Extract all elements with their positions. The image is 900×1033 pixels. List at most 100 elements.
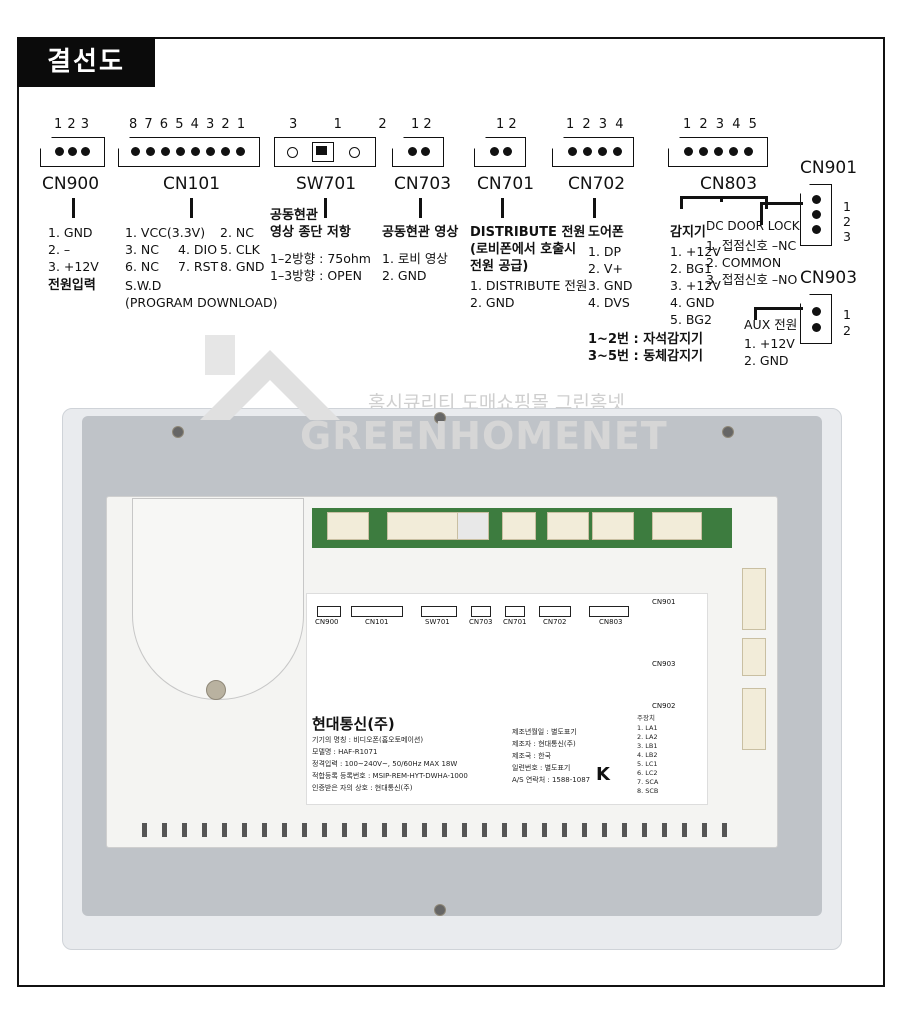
vent-slot xyxy=(362,823,367,837)
vent-slot xyxy=(542,823,547,837)
cn903-pin-label-1: 1 xyxy=(843,307,851,322)
vent-slot xyxy=(522,823,527,837)
cn703-connector xyxy=(392,137,444,167)
cn903-pin-label-2: 2 xyxy=(843,323,851,338)
cn101-pin-7: 7. RST xyxy=(178,259,219,274)
watermark-logo xyxy=(200,330,340,420)
cn701-pin-numbers: 1 2 xyxy=(496,117,517,132)
spec-manufacturer: 제조자 : 현대통신(주) xyxy=(512,740,576,748)
vent-slot xyxy=(602,823,607,837)
cn803-bracket xyxy=(680,196,768,209)
cn900-connector xyxy=(40,137,105,167)
cn901-pin-2: 2. COMMON xyxy=(706,255,782,270)
vent-slot xyxy=(202,823,207,837)
label-cn902-pin-8: 8. SCB xyxy=(637,787,659,795)
cn101-pin-8: 8. GND xyxy=(220,259,265,274)
cn901-pin-label-1: 1 xyxy=(843,199,851,214)
cn901-pin-3: 3. 접점신호 –NO xyxy=(706,272,798,287)
cn703-pin-2: 2. GND xyxy=(382,268,427,283)
device-lid xyxy=(132,498,304,700)
cn900-pin-2: 2. – xyxy=(48,242,71,257)
cn703-name: CN703 xyxy=(394,174,452,194)
cn803-connector xyxy=(668,137,768,167)
cn803-stem xyxy=(720,196,723,202)
vent-slot xyxy=(322,823,327,837)
label-cn902-pin-3: 3. LB1 xyxy=(637,742,658,750)
cn701-pin-2: 2. GND xyxy=(470,295,515,310)
spec-name: 기기의 명칭 : 비디오폰(홈오토메이션) xyxy=(312,736,424,744)
cn901-head: DC DOOR LOCK xyxy=(706,219,800,233)
label-cn900-name: CN900 xyxy=(315,618,339,626)
vent-slot xyxy=(582,823,587,837)
cn803-pin-4: 4. GND xyxy=(670,295,715,310)
cn702-pin-3: 3. GND xyxy=(588,278,633,293)
vent-slot xyxy=(302,823,307,837)
cn702-pin-2: 2. V+ xyxy=(588,261,623,276)
cn803-pin-1: 1. +12V xyxy=(670,244,721,259)
label-cn101-connector xyxy=(351,606,403,617)
label-cn900-connector xyxy=(317,606,341,617)
cn903-leader xyxy=(754,307,803,320)
cn101-pin-5: 5. CLK xyxy=(220,242,260,257)
cn803-name: CN803 xyxy=(700,174,758,194)
cn803-pin-numbers: 1 2 3 4 5 xyxy=(683,117,757,132)
spec-input: 정격입력 : 100~240V~, 50/60Hz MAX 18W xyxy=(312,760,458,768)
cn101-pin-6: 6. NC xyxy=(125,259,159,274)
cn900-pin-1: 1. GND xyxy=(48,225,93,240)
label-sw701-switch xyxy=(421,606,457,617)
cn803-pin-3: 3. +12V xyxy=(670,278,721,293)
cn101-pin-4: 4. DIO xyxy=(178,242,218,257)
label-cn101-name: CN101 xyxy=(365,618,389,626)
vent-slot xyxy=(502,823,507,837)
cn803-head: 감지기 xyxy=(670,225,706,240)
label-cn703-name: CN703 xyxy=(469,618,493,626)
sw701-stem xyxy=(324,198,327,218)
vent-slot xyxy=(442,823,447,837)
screw-icon xyxy=(722,426,734,438)
sw701-name: SW701 xyxy=(296,174,357,194)
label-cn902-pin-2: 2. LA2 xyxy=(637,733,658,741)
vent-slot xyxy=(422,823,427,837)
cn101-pin-1: 1. VCC(3.3V) xyxy=(125,225,206,240)
spec-serial: 일련번호 : 별도표기 xyxy=(512,764,571,772)
pcb-connector xyxy=(502,512,536,540)
cn101-pin-numbers: 8 7 6 5 4 3 2 1 xyxy=(129,117,246,132)
vent-slot xyxy=(162,823,167,837)
side-connector xyxy=(742,638,766,676)
label-cn901-name: CN901 xyxy=(652,598,676,606)
vent-slot xyxy=(642,823,647,837)
page-title: 결선도 xyxy=(17,37,155,87)
label-sw701-name: SW701 xyxy=(425,618,450,626)
pcb-connector xyxy=(592,512,634,540)
label-cn703-connector xyxy=(471,606,491,617)
label-cn803-connector xyxy=(589,606,629,617)
side-connector xyxy=(742,568,766,630)
cn901-pin-label-2: 2 xyxy=(843,214,851,229)
cn701-pin-1: 1. DISTRIBUTE 전원 xyxy=(470,278,588,293)
vent-slot xyxy=(342,823,347,837)
cn701-head-2: (로비폰에서 호출시 xyxy=(470,242,577,257)
cn101-connector xyxy=(118,137,260,167)
vent-slot xyxy=(242,823,247,837)
cn701-stem xyxy=(501,198,504,218)
cn702-pin-1: 1. DP xyxy=(588,244,622,259)
vent-slot xyxy=(482,823,487,837)
sw701-pin-numbers: 3 1 2 xyxy=(289,117,387,132)
pcb-connector xyxy=(652,512,702,540)
sw701-dir-1-2: 1–2방향 : 75ohm xyxy=(270,251,371,266)
cn703-head: 공동현관 영상 xyxy=(382,225,459,240)
vent-slot xyxy=(222,823,227,837)
label-cn902-head: 주장치 xyxy=(637,714,655,722)
label-cn701-connector xyxy=(505,606,525,617)
vent-slot xyxy=(462,823,467,837)
spec-certifier: 인증받은 자의 상호 : 현대통신(주) xyxy=(312,784,413,792)
kc-mark-icon: K xyxy=(596,764,610,785)
cn702-connector xyxy=(552,137,634,167)
device-sticker-label: CN900 CN101 SW701 CN703 CN701 CN702 CN80… xyxy=(306,593,708,805)
label-cn803-name: CN803 xyxy=(599,618,623,626)
cn803-pin-2: 2. BG1 xyxy=(670,261,712,276)
pcb-connector xyxy=(327,512,369,540)
spec-mfg-date: 제조년월일 : 별도표기 xyxy=(512,728,577,736)
cn702-pin-4: 4. DVS xyxy=(588,295,630,310)
diagram-frame xyxy=(17,37,885,987)
